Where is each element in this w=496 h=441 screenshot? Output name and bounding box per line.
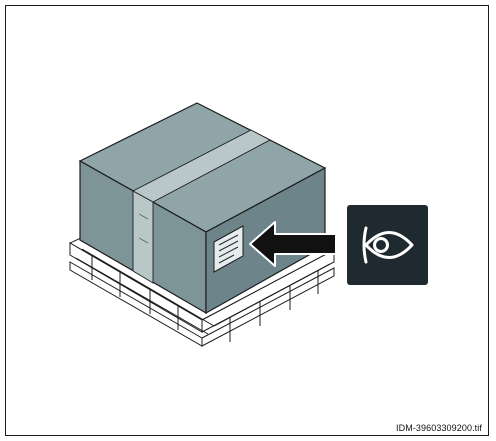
figure-file-id: IDM-39603309200.tif: [396, 423, 482, 433]
eye-icon: [347, 205, 428, 285]
